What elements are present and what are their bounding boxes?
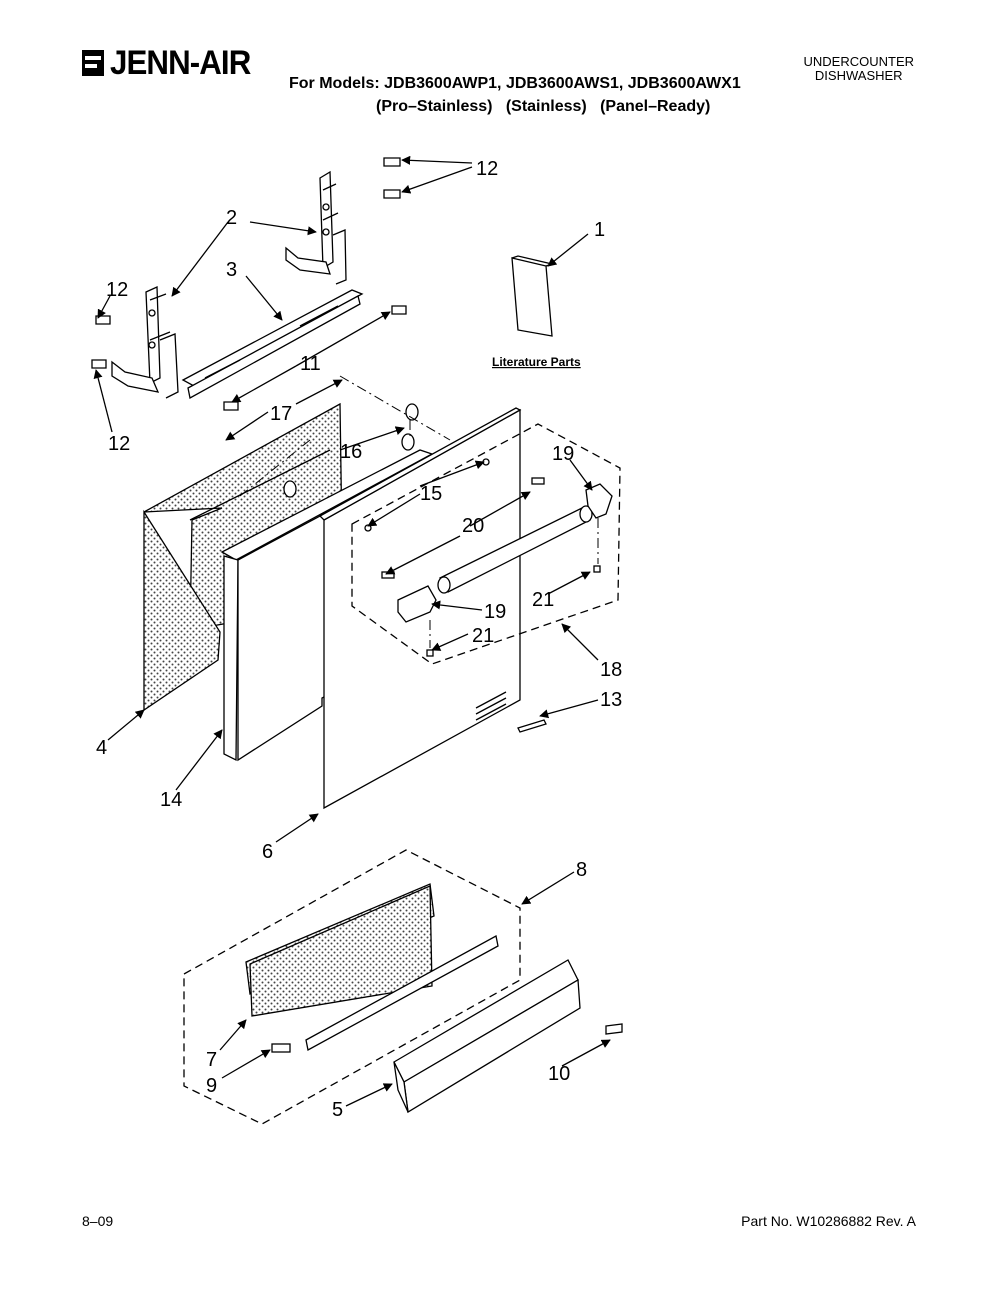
brand-logo-text: JENN-AIR [110, 44, 251, 82]
kickplate-part-5 [393, 959, 581, 1114]
callout-14: 14 [160, 789, 182, 811]
handle-bar-part-20 [437, 505, 593, 594]
end-cap-part-19 [397, 483, 613, 623]
callout-21-right: 21 [532, 589, 554, 611]
kickplate-insulation-part-7 [245, 883, 435, 1017]
models-line: For Models: JDB3600AWP1, JDB3600AWS1, JD… [289, 75, 741, 92]
bracket-left-part-2 [111, 286, 179, 399]
product-category: UNDERCOUNTER DISHWASHER [804, 55, 915, 83]
callout-15: 15 [420, 483, 442, 505]
screw-part-10 [605, 1023, 623, 1035]
kickplate-assembly-box-part-8 [183, 849, 521, 1125]
callout-21-left: 21 [472, 625, 494, 647]
revision-date: 8–09 [82, 1213, 114, 1229]
bracket-right-part-2 [285, 170, 347, 285]
callout-20: 20 [462, 515, 484, 537]
spacer-part-16 [283, 403, 419, 498]
callout-10: 10 [548, 1063, 570, 1085]
callout-18: 18 [600, 659, 622, 681]
callout-17: 17 [270, 403, 292, 425]
category-line-2: DISHWASHER [814, 68, 903, 83]
jenn-air-logo-icon [82, 50, 104, 76]
callout-1: 1 [594, 219, 605, 241]
callout-5: 5 [332, 1099, 343, 1121]
callout-6: 6 [262, 841, 273, 863]
handle-assembly-box-part-18 [351, 423, 621, 665]
callout-13: 13 [600, 689, 622, 711]
callout-19-lower: 19 [484, 601, 506, 623]
literature-parts-label: Literature Parts [492, 355, 581, 369]
callout-16: 16 [340, 441, 362, 463]
mounting-rail-part-3 [181, 289, 364, 399]
callout-8: 8 [576, 859, 587, 881]
assembly-guide-lines [239, 375, 599, 648]
callout-7: 7 [206, 1049, 217, 1071]
screw-group-part-12 [91, 157, 407, 411]
callout-3: 3 [226, 259, 237, 281]
callout-9: 9 [206, 1075, 217, 1097]
callout-12-left-lower: 12 [108, 433, 130, 455]
badge-part-13 [517, 719, 547, 733]
callout-12-top: 12 [476, 158, 498, 180]
category-line-1: UNDERCOUNTER [803, 54, 915, 69]
callout-19-upper: 19 [552, 443, 574, 465]
callout-2: 2 [226, 207, 237, 229]
callout-arrows [93, 155, 611, 1107]
callout-12-left-upper: 12 [106, 279, 128, 301]
part-number: Part No. W10286882 Rev. A [741, 1213, 916, 1229]
callout-11: 11 [300, 353, 321, 375]
literature-booklet-part-1 [511, 255, 555, 337]
variants-line: (Pro–Stainless) (Stainless) (Panel–Ready… [376, 98, 711, 115]
kickplate-strip-part-9 [271, 935, 499, 1053]
callout-4: 4 [96, 737, 107, 759]
